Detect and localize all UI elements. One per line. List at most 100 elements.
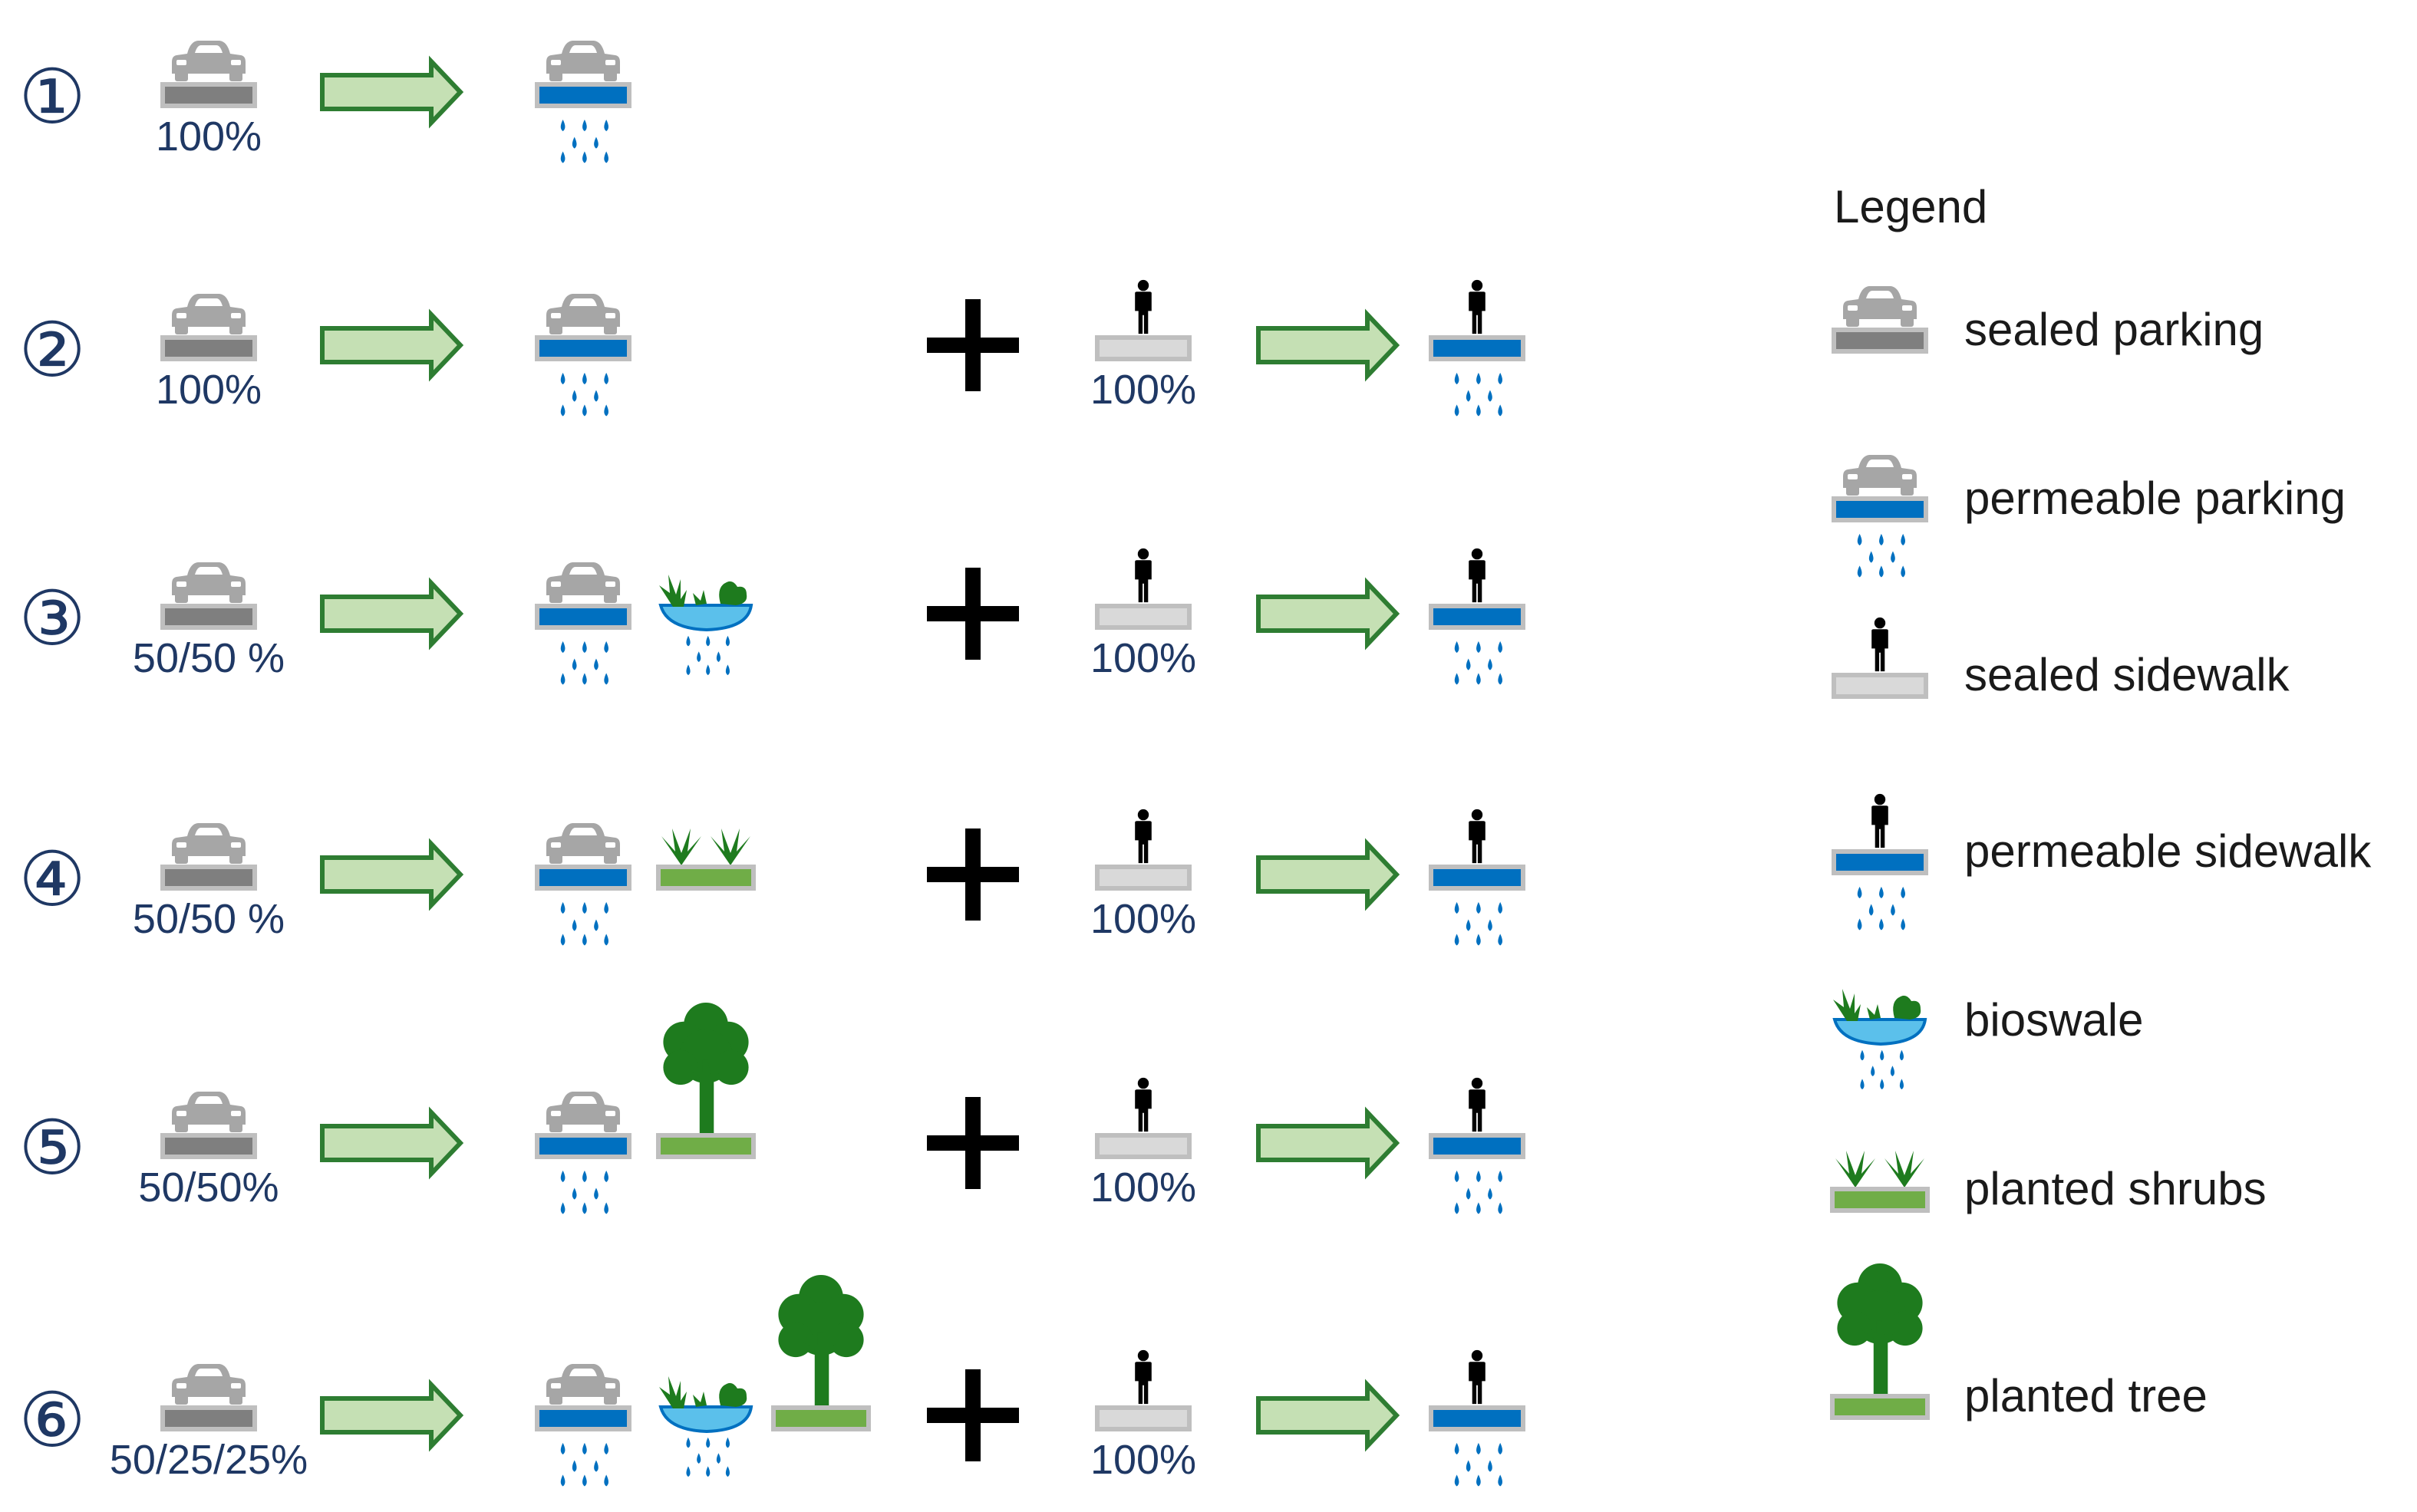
permeable-parking-icon [535, 1092, 631, 1214]
planted-shrubs-icon [656, 828, 756, 891]
legend-item: planted shrubs [1830, 1151, 2267, 1214]
sealed-parking-icon [1832, 286, 1928, 354]
car-icon [172, 1092, 246, 1132]
sealed-parking-icon [160, 562, 257, 630]
pedestrian-icon [1469, 1077, 1485, 1132]
arrow-icon [1256, 577, 1400, 651]
legend-label: planted tree [1964, 1370, 2208, 1421]
bioswale-icon [1833, 989, 1925, 1089]
legend-title: Legend [1834, 181, 1987, 232]
legend-item: permeable sidewalk [1832, 793, 2372, 931]
planted-shrubs-icon [1830, 1151, 1930, 1213]
arrow-icon [1256, 308, 1400, 382]
shrub-icon [1884, 1151, 1924, 1188]
arrow-icon [320, 838, 464, 911]
pedestrian-icon [1469, 548, 1485, 603]
shrub-icon [1835, 1151, 1875, 1188]
parking-ratio: 50/50% [138, 1164, 279, 1211]
legend-item: sealed sidewalk [1832, 617, 2290, 700]
sealed-parking-icon [160, 1364, 257, 1431]
tree-icon [1837, 1263, 1923, 1396]
permeable-sidewalk-icon [1429, 548, 1525, 685]
bioswale-icon [659, 575, 751, 675]
arrow-icon [320, 577, 464, 651]
legend-label: permeable sidewalk [1964, 825, 2372, 877]
car-icon [172, 562, 246, 603]
legend-item: planted tree [1830, 1263, 2208, 1421]
water-drops-icon [1454, 901, 1502, 946]
water-drops-icon [560, 119, 608, 163]
legend-label: planted shrubs [1964, 1163, 2267, 1214]
planted-tree-icon [771, 1275, 871, 1431]
sealed-sidewalk-icon [1095, 548, 1192, 630]
legend-label: sealed sidewalk [1964, 649, 2290, 700]
sealed-parking-icon [160, 294, 257, 361]
legend-label: bioswale [1964, 994, 2143, 1046]
sealed-parking-icon [160, 41, 257, 108]
sealed-sidewalk-icon [1095, 279, 1192, 361]
water-drops-icon [1857, 886, 1905, 931]
water-drops-icon [560, 372, 608, 417]
plus-icon [927, 1097, 1019, 1189]
arrow-icon [320, 308, 464, 382]
scenario-number: ② [18, 307, 86, 394]
parking-ratio: 50/50 % [133, 635, 285, 681]
arrow-icon [1256, 1106, 1400, 1180]
pedestrian-icon [1135, 279, 1152, 334]
sealed-parking-icon [160, 823, 257, 891]
sealed-sidewalk-icon [1095, 1349, 1192, 1431]
scenario-row: ③ 50/50 % 100% [18, 548, 1525, 685]
plus-icon [927, 568, 1019, 660]
sidewalk-ratio: 100% [1090, 1437, 1196, 1483]
permeable-sidewalk-icon [1429, 1349, 1525, 1487]
sealed-sidewalk-icon [1832, 617, 1928, 699]
water-drops-icon [1454, 1170, 1502, 1214]
scenario-number: ③ [18, 575, 86, 663]
sealed-parking-icon [160, 1092, 257, 1159]
tree-icon [778, 1275, 864, 1408]
water-drops-icon [1454, 1442, 1502, 1487]
permeable-parking-icon [535, 294, 631, 417]
permeable-parking-icon [535, 1364, 631, 1487]
sealed-sidewalk-icon [1095, 1077, 1192, 1159]
bioswale-icon [659, 1376, 751, 1477]
pedestrian-icon [1135, 1349, 1152, 1405]
pedestrian-icon [1469, 279, 1485, 334]
water-drops-icon [560, 901, 608, 946]
plus-icon [927, 828, 1019, 921]
car-icon [172, 1364, 246, 1405]
plus-icon [927, 1369, 1019, 1461]
pedestrian-icon [1469, 809, 1485, 864]
arrow-icon [1256, 838, 1400, 911]
water-drops-icon [560, 1442, 608, 1487]
sidewalk-ratio: 100% [1090, 367, 1196, 413]
shrub-icon [711, 828, 750, 865]
arrow-icon [320, 55, 464, 129]
sidewalk-ratio: 100% [1090, 635, 1196, 681]
car-icon [546, 1092, 620, 1132]
pedestrian-icon [1871, 617, 1888, 672]
permeable-sidewalk-icon [1429, 809, 1525, 946]
bioswale-icon [659, 575, 751, 675]
tree-icon [663, 1003, 749, 1135]
car-icon [1843, 286, 1917, 327]
pedestrian-icon [1135, 548, 1152, 603]
planted-tree-icon [656, 1003, 756, 1159]
arrow-icon [1256, 1379, 1400, 1452]
water-drops-icon [560, 641, 608, 685]
sidewalk-ratio: 100% [1090, 896, 1196, 942]
scenario-number: ④ [18, 836, 86, 924]
scenario-number: ⑤ [18, 1105, 86, 1192]
permeable-sidewalk-icon [1832, 793, 1928, 931]
pedestrian-icon [1469, 1349, 1485, 1405]
parking-ratio: 50/25/25% [110, 1437, 308, 1483]
sealed-sidewalk-icon [1095, 809, 1192, 891]
legend-item: bioswale [1833, 989, 2143, 1089]
pedestrian-icon [1871, 793, 1888, 848]
